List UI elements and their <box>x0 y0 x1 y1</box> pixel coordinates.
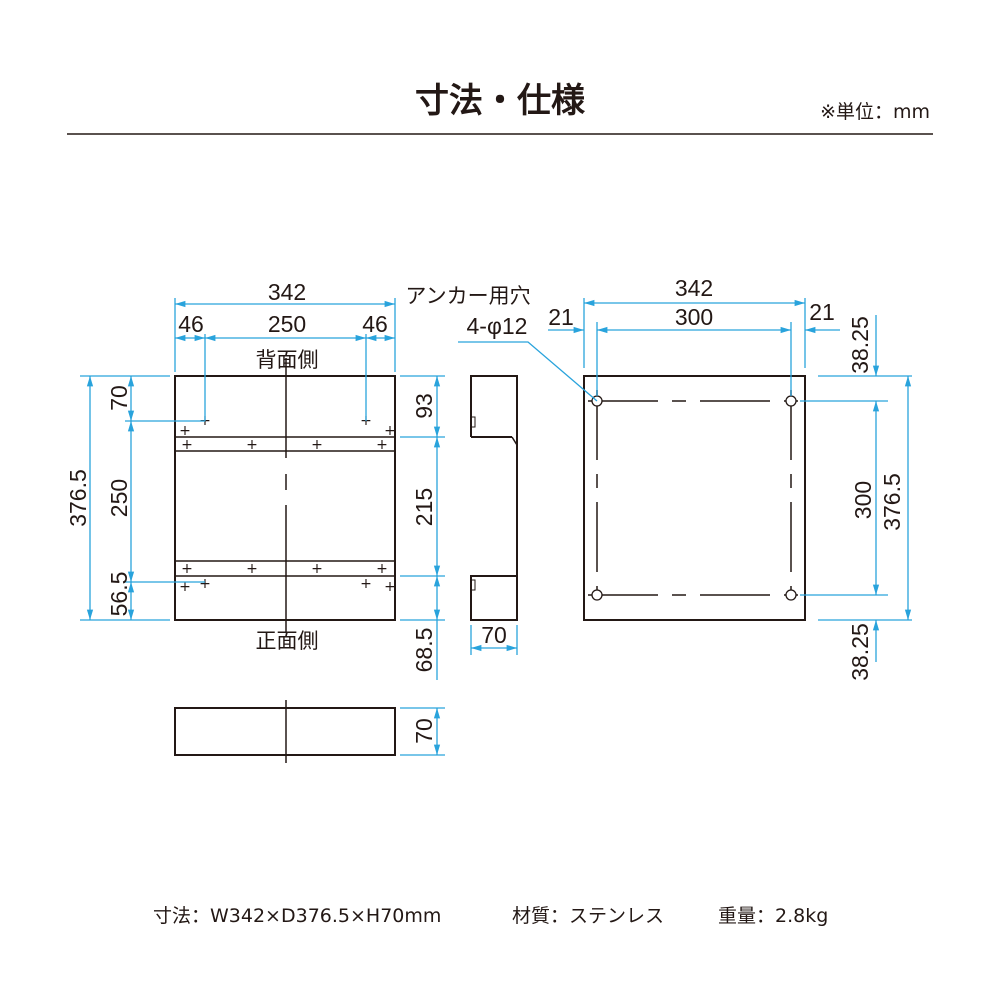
svg-text:+: + <box>179 579 191 595</box>
svg-text:+: + <box>181 561 193 577</box>
spec-dimensions: 寸法：W342×D376.5×H70mm <box>153 905 441 927</box>
svg-text:+: + <box>384 423 396 439</box>
dim-side-depth: 70 <box>481 622 507 648</box>
dim-base-overall-width: 342 <box>675 275 713 301</box>
dim-base-left-offset: 21 <box>548 304 574 330</box>
dim-base-top-offset: 38.25 <box>847 316 873 374</box>
svg-text:+: + <box>246 437 258 453</box>
svg-text:+: + <box>360 576 372 592</box>
page-title: 寸法・仕様 <box>415 81 586 121</box>
spec-footer: 寸法：W342×D376.5×H70mm 材質：ステンレス 重量：2.8kg <box>153 905 828 927</box>
dim-base-bottom-offset: 38.25 <box>847 623 873 681</box>
anchor-holes <box>591 395 797 601</box>
back-side-label: 背面側 <box>256 348 319 372</box>
dim-overall-width: 342 <box>268 279 306 305</box>
spec-material: 材質：ステンレス <box>512 905 664 927</box>
screw-marks: ++ ++ ++++ ++++ ++ ++ <box>179 413 396 595</box>
unit-note: ※単位：mm <box>820 101 930 123</box>
dim-base-hole-span-y: 300 <box>850 481 876 519</box>
top-view-outline <box>174 375 396 621</box>
dim-front-band: 68.5 <box>411 628 437 673</box>
svg-text:+: + <box>199 576 211 592</box>
dim-front-height: 70 <box>411 718 437 744</box>
front-view: 70 <box>174 700 445 763</box>
dim-bottom-offset: 56.5 <box>106 572 132 617</box>
svg-text:+: + <box>311 561 323 577</box>
dim-overall-depth: 376.5 <box>65 469 91 527</box>
dim-left-offset: 46 <box>178 311 204 337</box>
svg-text:+: + <box>376 561 388 577</box>
spec-weight: 重量：2.8kg <box>718 905 828 927</box>
base-view: アンカー用穴 4-φ12 342 21 300 21 38.25 300 376… <box>405 275 912 681</box>
svg-text:+: + <box>246 561 258 577</box>
dim-middle-span: 215 <box>411 488 437 526</box>
front-side-label: 正面側 <box>256 629 319 653</box>
dim-back-band: 93 <box>411 393 437 419</box>
top-view: ++ ++ ++++ ++++ ++ ++ 背面側 正面側 342 46 250… <box>65 279 445 680</box>
svg-text:+: + <box>376 437 388 453</box>
dim-base-hole-span-x: 300 <box>675 304 713 330</box>
side-view: 70 <box>470 375 518 655</box>
anchor-hole-label: アンカー用穴 <box>405 284 530 308</box>
svg-text:+: + <box>181 437 193 453</box>
anchor-hole-spec: 4-φ12 <box>467 313 528 339</box>
dim-hole-span: 250 <box>106 479 132 517</box>
dim-base-right-offset: 21 <box>809 299 835 325</box>
dim-center-span: 250 <box>268 311 306 337</box>
svg-text:+: + <box>311 437 323 453</box>
svg-text:+: + <box>384 579 396 595</box>
dim-top-offset: 70 <box>106 385 132 411</box>
dim-right-offset: 46 <box>362 311 388 337</box>
dim-base-overall-depth: 376.5 <box>879 473 905 531</box>
svg-text:+: + <box>179 423 191 439</box>
anchor-leader-line <box>458 341 598 402</box>
